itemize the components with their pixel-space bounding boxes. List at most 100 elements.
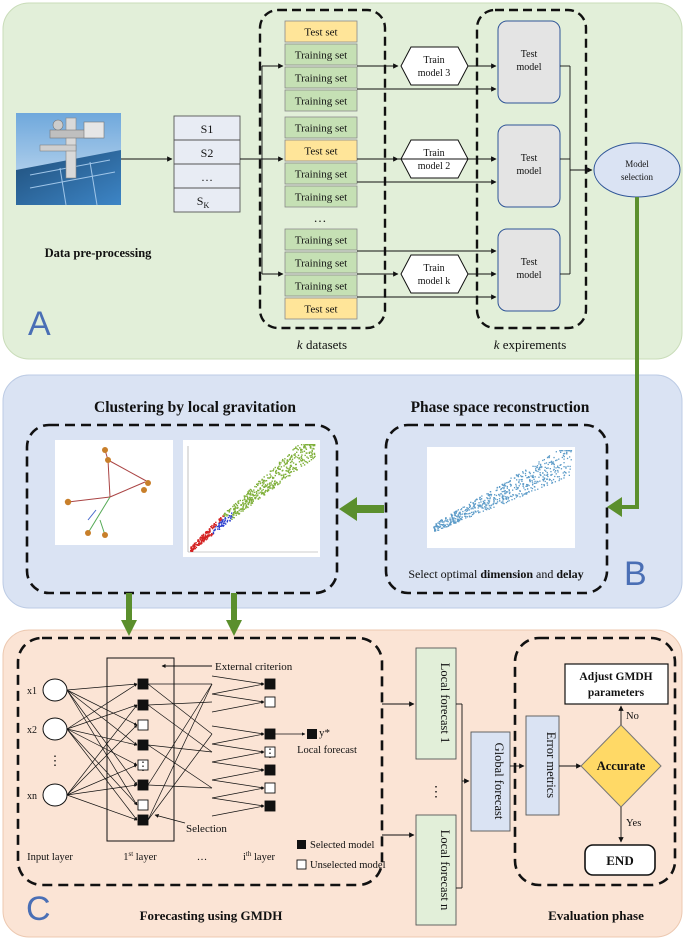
legend-unselected-swatch <box>296 859 307 870</box>
gravitation-diagram-image <box>55 440 173 545</box>
local-forecast-n-box: Local forecast n <box>415 814 457 926</box>
evaluation-dashed-group <box>513 636 677 887</box>
legend-selected-label: Selected model <box>310 840 375 851</box>
svg-text:model: model <box>517 166 542 177</box>
unselected-model-node <box>264 746 276 758</box>
local-forecast-label: Local forecast <box>297 745 357 756</box>
input-node: ⋮ <box>49 753 62 768</box>
experiment-row-1: Train model 3 Test model <box>357 20 570 104</box>
input-node: xn <box>27 783 68 807</box>
training-set-cell: Training set <box>284 228 358 251</box>
svg-text:Test: Test <box>521 257 538 268</box>
phase-space-dashed-group <box>384 423 609 595</box>
test-model-box: Test model <box>497 124 561 208</box>
training-set-cell: Training set <box>284 66 358 89</box>
model-selection-node <box>593 142 681 198</box>
svg-text:model 2: model 2 <box>418 161 451 172</box>
accurate-label: Accurate <box>597 759 646 773</box>
selected-model-node <box>264 764 276 776</box>
test-model-box: Test model <box>497 228 561 312</box>
input-layer-label: Input layer <box>27 852 73 863</box>
experiments-caption: k expirements <box>494 337 567 352</box>
training-set-cell: Training set <box>284 89 358 112</box>
training-set-cell: Training set <box>284 274 358 297</box>
experiment-row-2: Train model 2 Test model <box>357 124 570 208</box>
svg-text:⋮: ⋮ <box>137 759 149 773</box>
selected-model-node <box>137 779 149 791</box>
training-set-cell: Training set <box>284 162 358 185</box>
selected-model-node <box>137 739 149 751</box>
svg-text:Test set: Test set <box>304 27 337 39</box>
flow-arrows <box>121 197 639 636</box>
svg-text:⋮: ⋮ <box>264 746 276 760</box>
svg-text:Test set: Test set <box>304 304 337 316</box>
svg-text:x1: x1 <box>27 686 37 697</box>
svg-text:Training set: Training set <box>295 123 347 135</box>
test-set-cell: Test set <box>284 297 358 320</box>
unselected-model-node <box>264 782 276 794</box>
selected-model-node <box>264 800 276 812</box>
layer-dots: … <box>197 852 208 863</box>
panel-a: Data pre-processing S1 S2 … SK Test setT… <box>2 2 683 360</box>
training-set-cell: Training set <box>284 43 358 66</box>
adjust-gmdh-box: Adjust GMDH parameters <box>564 663 669 705</box>
svg-text:Test: Test <box>521 49 538 60</box>
selection-label: Selection <box>186 823 227 835</box>
unselected-model-node <box>264 696 276 708</box>
output-node <box>307 729 317 739</box>
svg-text:Test set: Test set <box>304 146 337 158</box>
experiments-dashed-group <box>475 8 588 330</box>
local-forecast-1-box: Local forecast 1 <box>415 647 457 760</box>
training-set-cell: Training set <box>284 251 358 274</box>
gmdh-dashed-group <box>16 636 384 887</box>
evaluation-title: Evaluation phase <box>548 908 644 923</box>
svg-text:Train: Train <box>423 55 444 66</box>
input-node: x1 <box>27 678 68 702</box>
gmdh-network: x1 x2 ⋮ xn ⋮ ⋮ <box>27 675 317 826</box>
panel-a-letter: A <box>28 305 51 343</box>
segment-boxes: S1 S2 … SK <box>173 115 241 213</box>
model-selection-line2: selection <box>621 172 653 182</box>
global-forecast-box: Global forecast <box>470 731 511 832</box>
svg-text:model k: model k <box>418 276 451 287</box>
svg-text:x2: x2 <box>27 725 37 736</box>
panel-b-background <box>2 374 683 609</box>
svg-text:Training set: Training set <box>295 169 347 181</box>
training-set-cell: Training set <box>284 185 358 208</box>
svg-text:model: model <box>517 62 542 73</box>
svg-text:Training set: Training set <box>295 281 347 293</box>
svg-text:model 3: model 3 <box>418 68 451 79</box>
panel-c-background <box>2 629 683 938</box>
first-layer-frame <box>106 657 175 842</box>
test-set-cell: Test set <box>284 20 358 43</box>
training-set-cell: Training set <box>284 116 358 139</box>
model-selection-line1: Model <box>625 159 649 169</box>
segment-s1: S1 <box>201 122 214 136</box>
svg-text:Training set: Training set <box>295 50 347 62</box>
cluster-scatter-image <box>183 440 320 557</box>
datasets-caption: k datasets <box>297 337 347 352</box>
selected-model-node <box>137 814 149 826</box>
svg-text:model: model <box>517 270 542 281</box>
segment-s2: S2 <box>201 146 214 160</box>
unselected-model-node <box>137 799 149 811</box>
svg-text:Training set: Training set <box>295 192 347 204</box>
svg-text:Training set: Training set <box>295 258 347 270</box>
ith-layer-label: ith layer <box>243 850 275 863</box>
clustering-dashed-group <box>25 423 339 595</box>
train-model-hexagon: Train model 3 <box>400 46 469 86</box>
phase-space-scatter-image <box>427 447 575 548</box>
svg-text:xn: xn <box>27 791 37 802</box>
svg-text:Train: Train <box>423 148 444 159</box>
svg-text:Test: Test <box>521 153 538 164</box>
datasets-dashed-group <box>258 8 387 330</box>
selected-model-node <box>137 699 149 711</box>
svg-text:parameters: parameters <box>588 687 645 699</box>
